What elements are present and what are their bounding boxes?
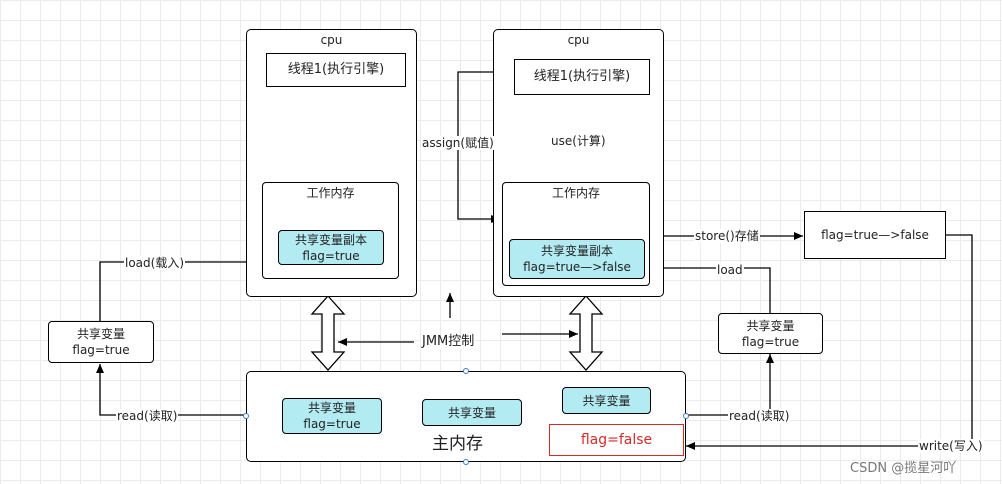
right-double-arrow <box>568 295 604 371</box>
main-variable-3: 共享变量 <box>562 387 651 414</box>
right-shared-value: flag=true <box>741 334 800 349</box>
right-work-memory-title: 工作内存 <box>551 186 600 200</box>
main-var3-title: 共享变量 <box>582 393 631 408</box>
load-left-arrow <box>99 258 262 321</box>
right-copy-value: flag=true—>false <box>523 260 631 274</box>
selection-handle-top[interactable] <box>463 368 469 374</box>
left-shared-variable-box: 共享变量 flag=true <box>48 321 154 363</box>
load-right-label: load <box>716 263 744 277</box>
read-right-label: read(读取) <box>728 409 791 423</box>
right-thread-box: 线程1(执行引擎) <box>514 59 650 95</box>
main-var1-title: 共享变量 <box>307 401 356 415</box>
use-label: use(计算) <box>550 134 607 148</box>
read-left-label: read(读取) <box>116 409 179 423</box>
left-double-arrow <box>310 295 346 371</box>
store-value-box: flag=true—>false <box>804 211 946 259</box>
load-left-label: load(载入) <box>124 256 186 270</box>
flag-false-value: flag=false <box>580 432 653 448</box>
main-var1-value: flag=true <box>303 417 361 431</box>
left-thread-label: 线程1(执行引擎) <box>287 62 385 77</box>
write-arrow <box>686 234 973 450</box>
left-copy-value: flag=true <box>302 248 360 263</box>
left-shared-title: 共享变量 <box>76 327 125 341</box>
right-cpu-title: cpu <box>567 33 590 47</box>
right-shared-variable-box: 共享变量 flag=true <box>718 313 823 354</box>
main-memory-title: 主内存 <box>432 434 483 454</box>
right-variable-copy: 共享变量副本 flag=true—>false <box>509 239 645 279</box>
write-label: write(写入) <box>918 439 984 453</box>
read-right-arrow <box>686 354 774 416</box>
selection-handle-right[interactable] <box>683 413 689 419</box>
main-variable-2: 共享变量 <box>422 399 522 426</box>
load-right-arrow <box>646 264 771 313</box>
main-var2-title: 共享变量 <box>447 405 496 420</box>
read-left-arrow <box>96 364 246 416</box>
watermark: CSDN @揽星河吖 <box>850 461 957 476</box>
left-cpu-title: cpu <box>320 33 343 47</box>
selection-handle-bottom[interactable] <box>463 459 469 465</box>
main-variable-1: 共享变量 flag=true <box>282 398 382 434</box>
left-variable-copy: 共享变量副本 flag=true <box>278 230 384 265</box>
right-copy-title: 共享变量副本 <box>540 244 613 258</box>
left-copy-title: 共享变量副本 <box>294 232 367 247</box>
flag-false-box: flag=false <box>549 424 684 456</box>
store-value: flag=true—>false <box>821 228 929 242</box>
left-thread-box: 线程1(执行引擎) <box>266 53 406 87</box>
left-work-memory-title: 工作内存 <box>306 186 355 200</box>
selection-handle-left[interactable] <box>243 413 249 419</box>
jmm-label: JMM控制 <box>421 334 476 349</box>
right-thread-label: 线程1(执行引擎) <box>533 69 631 84</box>
left-shared-value: flag=true <box>72 343 130 357</box>
assign-label: assign(赋值) <box>421 136 495 150</box>
right-shared-title: 共享变量 <box>746 318 795 333</box>
store-label: store()存储 <box>694 229 760 243</box>
